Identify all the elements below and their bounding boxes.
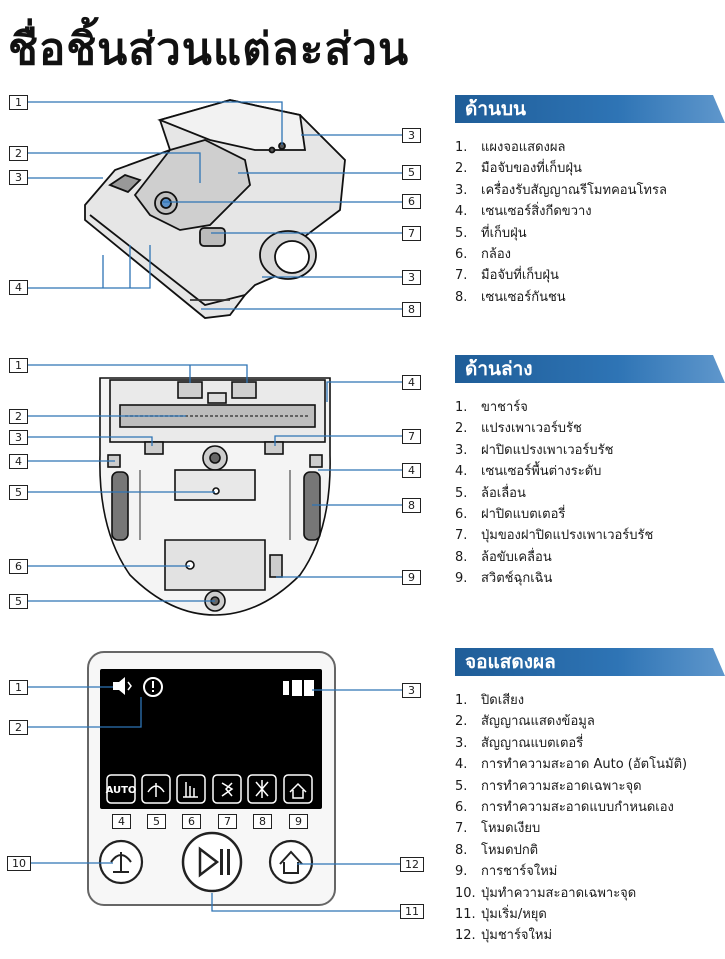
callout-display-3: 3 (402, 683, 421, 698)
callout-display-4: 4 (112, 814, 131, 829)
list-item: 8.โหมดปกติ (455, 842, 539, 858)
callout-bottom-4: 4 (9, 454, 28, 469)
callout-bottom-3: 3 (9, 430, 28, 445)
list-item: 9.สวิตช์ฉุกเฉิน (455, 571, 553, 587)
list-item: 2.สัญญาณแสดงข้อมูล (455, 714, 595, 730)
list-item: 7.ปุ่มของฝาปิดแปรงเพาเวอร์บรัช (455, 528, 654, 544)
list-item: 12.ปุ่มชาร์จใหม่ (455, 928, 553, 944)
callout-top-6: 6 (402, 194, 421, 209)
list-item: 3.สัญญาณแบตเตอรี่ (455, 735, 584, 751)
callout-bottom-7: 7 (402, 429, 421, 444)
callout-top-5: 5 (402, 165, 421, 180)
section-header-bottom: ด้านล่าง (455, 355, 725, 383)
list-item: 10.ปุ่มทำความสะอาดเฉพาะจุด (455, 885, 637, 901)
list-item: 4.เซนเซอร์พื้นต่างระดับ (455, 464, 602, 480)
callout-bottom-4b: 4 (402, 375, 421, 390)
robot-top-view (84, 99, 346, 319)
callout-display-7: 7 (218, 814, 237, 829)
callout-bottom-2: 2 (9, 409, 28, 424)
list-item: 6.กล้อง (455, 246, 511, 262)
callout-display-2: 2 (9, 720, 28, 735)
callout-display-5: 5 (147, 814, 166, 829)
list-item: 6.การทำความสะอาดแบบกำหนดเอง (455, 799, 674, 815)
callout-top-7: 7 (402, 226, 421, 241)
robot-bottom-view (99, 377, 331, 616)
list-item: 2.มือจับของที่เก็บฝุ่น (455, 161, 582, 177)
list-item: 7.โหมดเงียบ (455, 821, 541, 837)
list-item: 8.เซนเซอร์กันชน (455, 289, 566, 305)
list-item: 5.ที่เก็บฝุ่น (455, 225, 527, 241)
callout-display-12: 12 (400, 857, 424, 872)
list-item: 1.แผงจอแสดงผล (455, 140, 566, 155)
list-item: 4.การทำความสะอาด Auto (อัตโนมัติ) (455, 757, 688, 773)
top-parts-list: 1.แผงจอแสดงผล 2.มือจับของที่เก็บฝุ่น 3.เ… (455, 137, 667, 308)
page-title: ชื่อชิ้นส่วนแต่ละส่วน (8, 24, 410, 75)
list-item: 11.ปุ่มเริ่ม/หยุด (455, 906, 547, 922)
start-stop-button[interactable] (181, 831, 243, 893)
list-item: 1.ขาชาร์จ (455, 400, 528, 415)
callout-bottom-1: 1 (9, 358, 28, 373)
callout-display-10: 10 (7, 856, 31, 871)
callout-bottom-8: 8 (402, 498, 421, 513)
callout-top-4: 4 (9, 280, 28, 295)
list-item: 9.การชาร์จใหม่ (455, 864, 558, 880)
callout-bottom-9: 9 (402, 570, 421, 585)
callout-bottom-4c: 4 (402, 463, 421, 478)
display-panel: AUTO (87, 651, 336, 906)
section-header-top: ด้านบน (455, 95, 725, 123)
list-item: 8.ล้อขับเคลื่อน (455, 549, 552, 565)
list-item: 1.ปิดเสียง (455, 693, 525, 708)
list-item: 6.ฝาปิดแบตเตอรี่ (455, 506, 566, 522)
list-item: 2.แปรงเพาเวอร์บรัช (455, 421, 582, 437)
list-item: 3.ฝาปิดแปรงเพาเวอร์บรัช (455, 442, 614, 458)
callout-top-3b: 3 (402, 128, 421, 143)
list-item: 7.มือจับที่เก็บฝุ่น (455, 268, 559, 284)
callout-top-8: 8 (402, 302, 421, 317)
auto-mode-label: AUTO (106, 785, 137, 796)
callout-top-3c: 3 (402, 270, 421, 285)
callout-bottom-5b: 5 (9, 594, 28, 609)
callout-display-8: 8 (253, 814, 272, 829)
callout-bottom-6: 6 (9, 559, 28, 574)
section-header-display: จอแสดงผล (455, 648, 725, 676)
list-item: 5.การทำความสะอาดเฉพาะจุด (455, 778, 642, 794)
callout-top-1: 1 (9, 95, 28, 110)
list-item: 4.เซนเซอร์สิ่งกีดขวาง (455, 204, 592, 220)
leader-lines (28, 101, 403, 912)
callout-display-11: 11 (400, 904, 424, 919)
callout-display-9: 9 (289, 814, 308, 829)
list-item: 5.ล้อเลื่อน (455, 485, 526, 501)
callout-display-1: 1 (9, 680, 28, 695)
callout-top-2: 2 (9, 146, 28, 161)
callout-top-3: 3 (9, 170, 28, 185)
recharge-button[interactable] (268, 839, 314, 885)
display-parts-list: 1.ปิดเสียง 2.สัญญาณแสดงข้อมูล 3.สัญญาณแบ… (455, 690, 687, 947)
callout-bottom-5: 5 (9, 485, 28, 500)
list-item: 3.เครื่องรับสัญญาณรีโมทคอนโทรล (455, 182, 667, 198)
bottom-parts-list: 1.ขาชาร์จ 2.แปรงเพาเวอร์บรัช 3.ฝาปิดแปรง… (455, 397, 653, 590)
callout-display-6: 6 (182, 814, 201, 829)
